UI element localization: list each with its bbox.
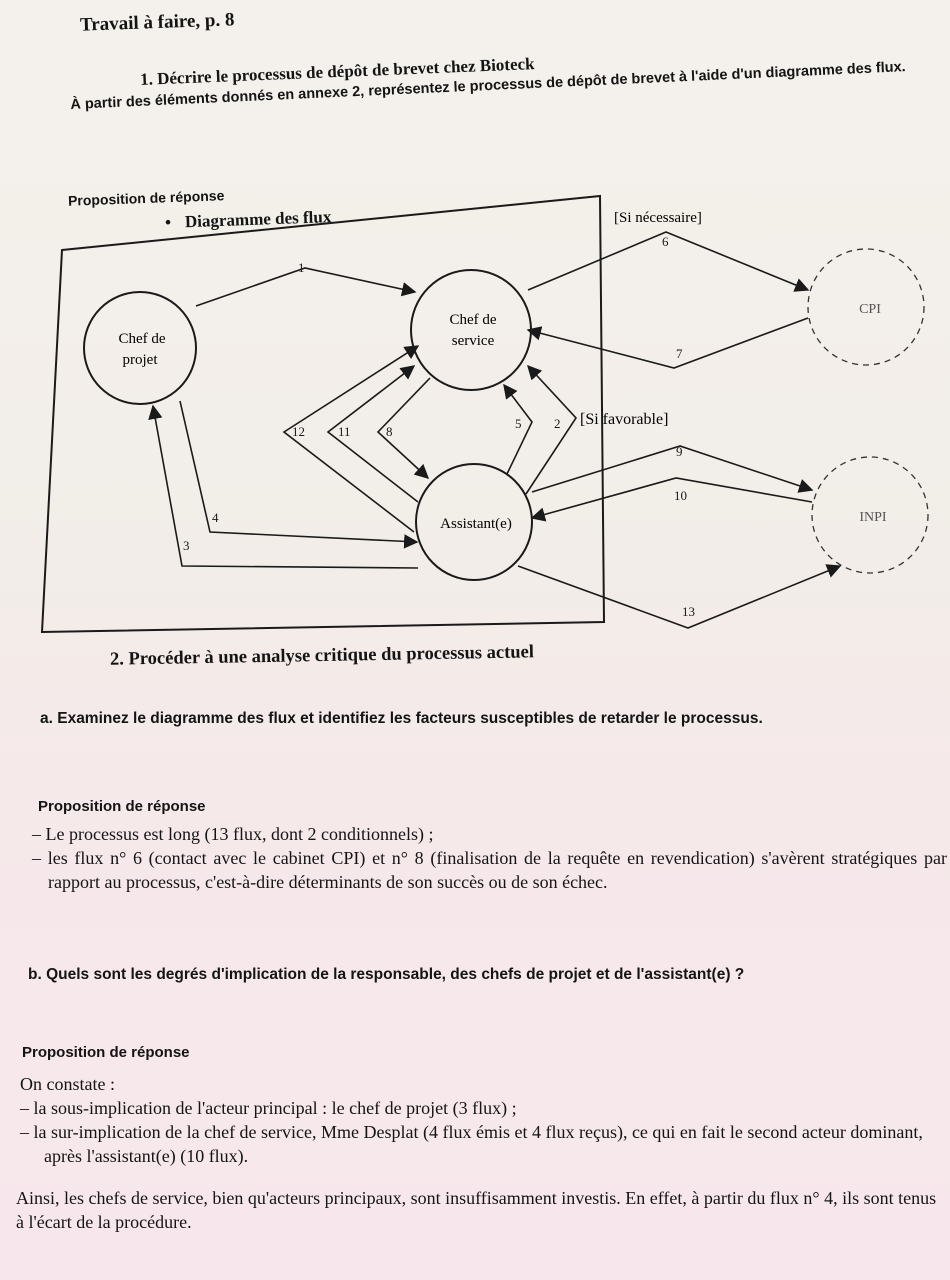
inpi-label: INPI bbox=[859, 510, 887, 525]
flow-6-label: 6 bbox=[662, 234, 669, 249]
cpi-label: CPI bbox=[859, 302, 881, 317]
flow-7-label: 7 bbox=[676, 346, 683, 361]
flow-9-label: 9 bbox=[676, 444, 683, 459]
proposition-label-a: Proposition de réponse bbox=[38, 798, 206, 815]
flow-5-arrow bbox=[503, 383, 533, 475]
system-boundary bbox=[40, 194, 606, 634]
flow-3-label: 3 bbox=[183, 538, 190, 553]
list-item: – les flux n° 6 (contact avec le cabinet… bbox=[32, 848, 947, 892]
actor-assistant: Assistant(e) bbox=[415, 463, 533, 581]
chef-projet-label-1: Chef de bbox=[118, 331, 165, 347]
actor-cpi: CPI bbox=[807, 248, 925, 366]
condition-si-favorable: [Si favorable] bbox=[580, 411, 668, 428]
chef-projet-label-2: projet bbox=[123, 352, 159, 368]
flow-13-arrow bbox=[517, 564, 842, 629]
flow-10-arrow bbox=[530, 477, 813, 522]
flow-11-label: 11 bbox=[338, 424, 351, 439]
condition-si-necessaire: [Si nécessaire] bbox=[614, 210, 702, 226]
list-item: – la sur-implication de la chef de servi… bbox=[20, 1122, 923, 1166]
flow-12-arrow bbox=[282, 345, 420, 533]
answer-b-conclusion: Ainsi, les chefs de service, bien qu'act… bbox=[16, 1188, 937, 1232]
question-a: a. Examinez le diagramme des flux et ide… bbox=[40, 710, 763, 727]
flow-2-arrow bbox=[525, 364, 578, 495]
actor-chef-service: Chef de service bbox=[410, 269, 532, 391]
answer-b-intro: On constate : bbox=[20, 1074, 115, 1094]
flow-2-label: 2 bbox=[554, 416, 561, 431]
actor-chef-projet: Chef de projet bbox=[83, 291, 197, 405]
flow-9-arrow bbox=[531, 445, 814, 493]
flow-4-arrow bbox=[179, 400, 419, 549]
flow-7-arrow bbox=[526, 317, 809, 369]
list-item: – la sous-implication de l'acteur princi… bbox=[20, 1098, 517, 1118]
chef-service-label-2: service bbox=[452, 333, 495, 349]
flow-5-label: 5 bbox=[515, 416, 522, 431]
flow-4-label: 4 bbox=[212, 510, 219, 525]
flow-3-arrow bbox=[148, 404, 419, 569]
answer-b-list: – la sous-implication de l'acteur princi… bbox=[20, 1096, 948, 1168]
proposition-label-b: Proposition de réponse bbox=[22, 1044, 190, 1061]
answer-a-list: – Le processus est long (13 flux, dont 2… bbox=[32, 822, 947, 894]
assistant-label: Assistant(e) bbox=[440, 516, 512, 532]
list-item: – Le processus est long (13 flux, dont 2… bbox=[32, 824, 434, 844]
flow-1-label: 1 bbox=[298, 260, 305, 275]
actor-inpi: INPI bbox=[811, 456, 929, 574]
chef-service-label-1: Chef de bbox=[449, 312, 496, 328]
flow-10-label: 10 bbox=[674, 488, 687, 503]
flow-6-arrow bbox=[527, 231, 810, 292]
flow-13-label: 13 bbox=[682, 604, 695, 619]
flow-8-label: 8 bbox=[386, 424, 393, 439]
flow-12-label: 12 bbox=[292, 424, 305, 439]
flow-diagram: Chef de projet Chef de service Assistant… bbox=[40, 194, 929, 634]
flow-1-arrow bbox=[195, 267, 417, 307]
question-b: b. Quels sont les degrés d'implication d… bbox=[28, 966, 745, 983]
flow-8-arrow bbox=[376, 377, 431, 479]
flow-11-arrow bbox=[326, 365, 419, 503]
